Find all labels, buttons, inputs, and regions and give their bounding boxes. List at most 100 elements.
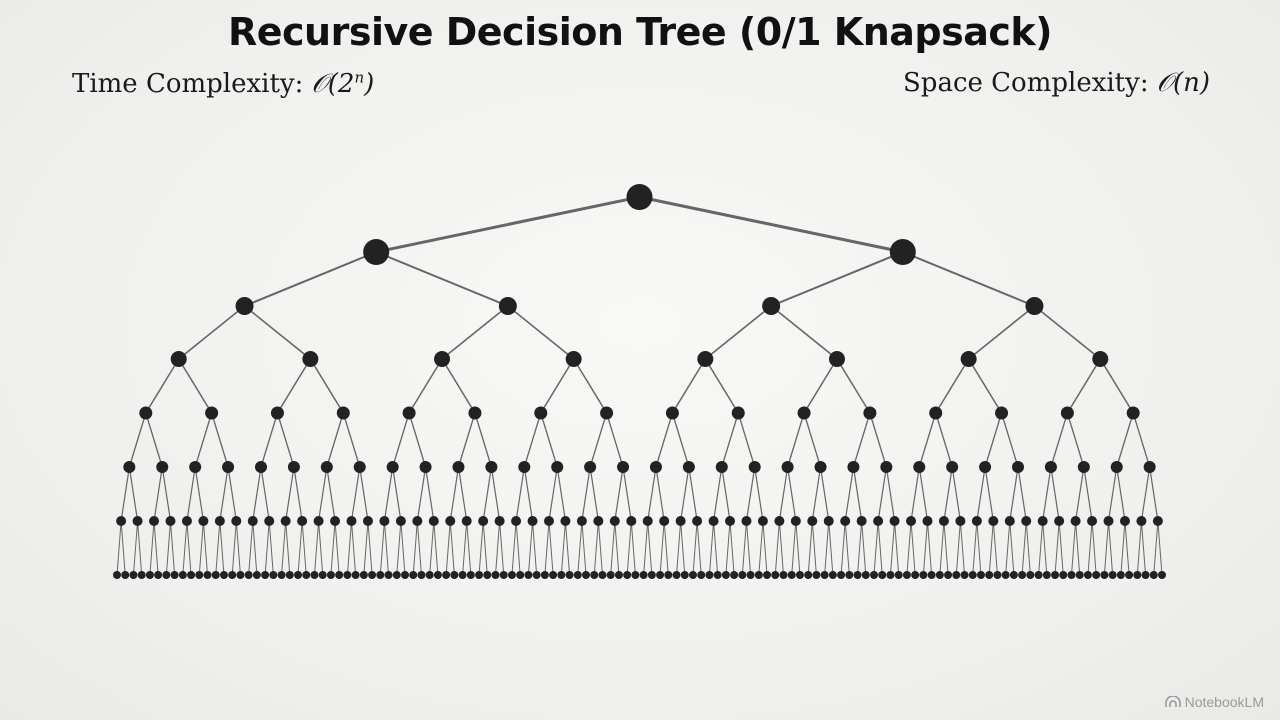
tree-edge [852,412,871,468]
tree-leaf-node [944,571,953,579]
tree-edge [1038,520,1044,576]
tree-edge [910,520,916,576]
tree-node [609,516,620,526]
tree-leaf-node [483,571,492,579]
tree-edge [1099,358,1134,414]
tree-edge [1042,466,1052,522]
tree-edge [276,358,312,414]
tree-node [757,516,768,526]
tree-edge [462,520,468,576]
tree-edge [383,466,394,522]
tree-edge [1000,412,1019,468]
tree-edge [819,466,830,522]
tree-edge [861,520,867,576]
tree-edge [544,520,550,576]
tree-node [297,516,308,526]
tree-node [1037,516,1048,526]
tree-node [697,351,714,367]
tree-node [123,461,136,473]
tree-edge [186,520,192,576]
tree-leaf-node [442,571,451,579]
tree-edge [873,520,879,576]
tree-edge [318,520,324,576]
tree-edge [655,466,665,522]
tree-edge [1058,520,1064,576]
tree-edge [1050,412,1068,468]
tree-edge [301,520,307,576]
tree-leaf-node [261,571,270,579]
tree-edge [976,520,982,576]
tree-node [551,461,564,473]
time-complexity-close: ) [364,68,375,99]
tree-edge [161,466,172,522]
tree-edge [655,412,674,468]
tree-node [665,406,679,420]
tree-node [254,461,267,473]
tree-node [402,406,416,420]
tree-node [198,516,209,526]
tree-edge [639,195,904,254]
tree-node [774,516,785,526]
tree-leaf-node [837,571,846,579]
tree-leaf-node [425,571,434,579]
tree-node [731,406,745,420]
tree-edge [400,520,406,576]
tree-leaf-node [705,571,714,579]
tree-leaf-node [902,571,911,579]
tree-node [1119,516,1130,526]
tree-leaf-node [911,571,920,579]
tree-leaf-node [294,571,303,579]
tree-node [518,461,531,473]
tree-edge [1070,520,1077,576]
tree-edge [145,358,180,414]
tree-node [979,461,992,473]
tree-leaf-node [450,571,459,579]
tree-leaf-node [162,571,171,579]
tree-node [478,516,489,526]
tree-leaf-node [590,571,599,579]
tree-leaf-node [113,571,121,579]
tree-edge [1107,466,1118,522]
tree-node [913,461,926,473]
tree-node [781,461,794,473]
tree-edge [877,520,883,576]
tree-leaf-node [1133,571,1142,579]
tree-edge [153,466,163,522]
tree-edge [285,466,295,522]
tree-edge [935,412,953,468]
tree-edge [128,466,139,522]
tree-leaf-node [927,571,936,579]
tree-leaf-node [326,571,335,579]
tree-edge [507,305,575,360]
tree-leaf-node [1158,571,1166,579]
tree-node [725,516,736,526]
tree-edge [857,520,863,576]
tree-edge [548,520,554,576]
tree-node [336,406,350,420]
tree-node [231,516,242,526]
tree-edge [647,466,657,522]
tree-edge [1009,466,1019,522]
tree-edge [1021,520,1027,576]
tree-node [346,516,357,526]
tree-edge [959,520,966,576]
tree-edge [276,412,295,468]
tree-edge [630,520,636,576]
tree-edge [482,466,492,522]
tree-leaf-node [1051,571,1060,579]
tree-leaf-node [310,571,319,579]
tree-edge [449,466,460,522]
tree-leaf-node [730,571,739,579]
tree-node [988,516,999,526]
tree-edge [412,520,418,576]
tree-leaf-node [376,571,385,579]
tree-leaf-node [540,571,549,579]
tree-edge [1103,520,1110,576]
tree-edge [1075,520,1081,576]
tree-edge [844,466,855,522]
tree-edge [202,520,209,576]
tree-edge [712,466,723,522]
tree-leaf-node [1042,571,1051,579]
tree-node [889,516,900,526]
tree-edge [922,520,928,576]
